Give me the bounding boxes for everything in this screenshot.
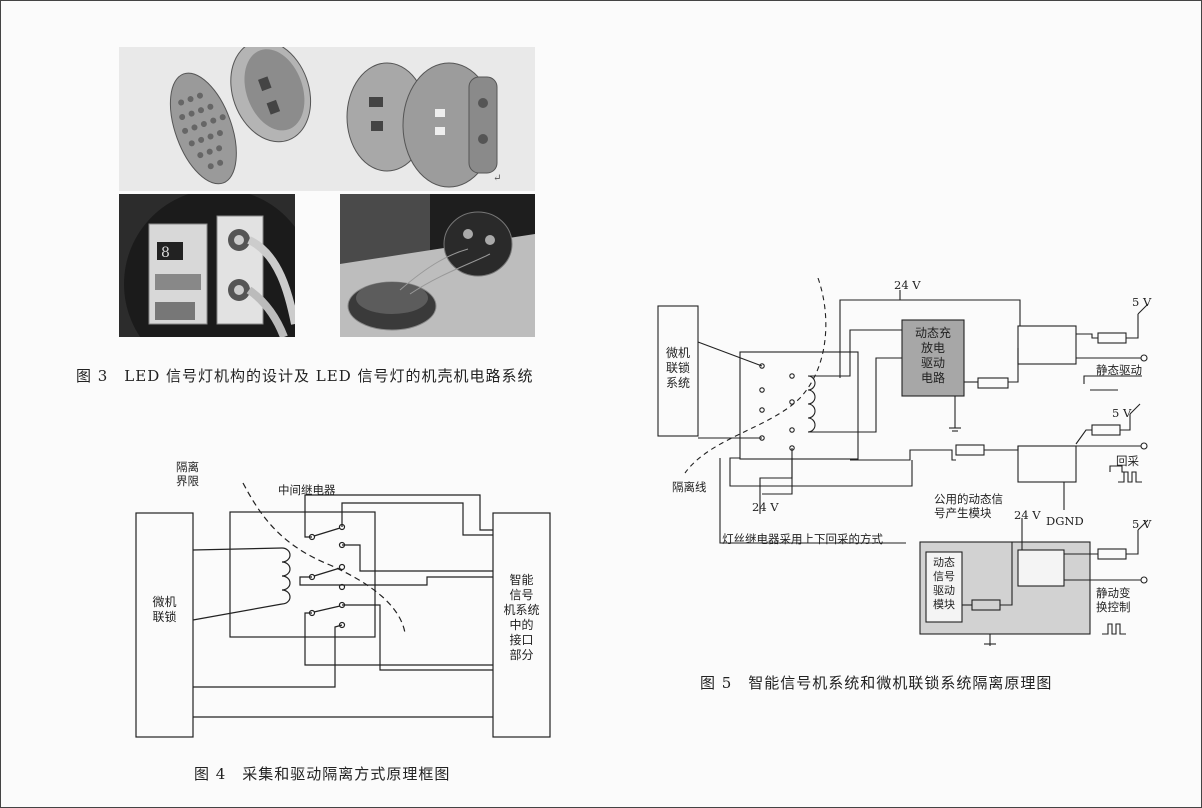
fig5-dyn-line-3: 驱动 — [933, 584, 955, 597]
figure4-caption: 图 4 采集和驱动隔离方式原理框图 — [194, 765, 451, 783]
figure3-caption: 图 3 LED 信号灯机构的设计及 LED 信号灯的机壳机电路系统 — [76, 367, 534, 385]
fig5-left-line-2: 联锁 — [665, 361, 690, 375]
fig4-right-line-6: 部分 — [509, 648, 534, 662]
fig5-common-module-line-1: 公用的动态信 — [934, 492, 1003, 506]
figure5-diagram: 24 V 5 V 静态驱动 5 V 回采 DGND 隔离线 24 V 公用的动态… — [650, 277, 1170, 648]
fig5-driver-line-2: 放电 — [920, 341, 945, 355]
fig5-static-drive: 静态驱动 — [1096, 363, 1142, 377]
fig5-driver-line-4: 电路 — [920, 371, 945, 385]
fig5-dynamic-driver-block: 动态充 放电 驱动 电路 — [902, 326, 964, 386]
fig5-left-line-1: 微机 — [665, 346, 690, 360]
fig4-signal-interface-block: 智能 信号 机系统 中的 接口 部分 — [493, 573, 550, 663]
fig4-boundary-label-1: 隔离 — [176, 460, 199, 474]
fig5-dynamic-signal-module: 动态 信号 驱动 模块 — [926, 556, 962, 612]
fig5-dgnd: DGND — [1046, 514, 1084, 528]
photo-led-housing-3d-render: ↵ — [119, 47, 535, 191]
fig5-microcomputer-interlock-block: 微机 联锁 系统 — [658, 346, 698, 391]
fig5-24v-mid: 24 V — [752, 500, 779, 514]
fig5-5v-1: 5 V — [1132, 295, 1152, 309]
fig4-right-line-5: 接口 — [509, 633, 534, 647]
fig4-relay-label: 中间继电器 — [278, 483, 336, 497]
fig5-static-dynamic-line-2: 换控制 — [1096, 600, 1131, 614]
fig5-driver-line-1: 动态充 — [914, 326, 951, 340]
fig5-left-line-3: 系统 — [665, 376, 690, 390]
fig4-right-line-2: 信号 — [509, 588, 534, 602]
fig5-feedback: 回采 — [1116, 454, 1139, 468]
fig5-5v-3: 5 V — [1132, 517, 1152, 531]
fig5-static-dynamic-label: 静动变 换控制 — [1096, 586, 1131, 614]
fig5-common-module-line-2: 号产生模块 — [934, 506, 992, 520]
fig5-24v-top: 24 V — [894, 278, 921, 292]
return-mark: ↵ — [493, 173, 501, 184]
fig4-right-line-3: 机系统 — [503, 603, 540, 617]
photo-led-circuit-board — [340, 194, 535, 337]
fig4-left-line-1: 微机 — [152, 595, 177, 609]
fig4-left-line-2: 联锁 — [152, 610, 177, 624]
fig5-filament-note: 灯丝继电器采用上下回采的方式 — [722, 532, 883, 546]
fig5-common-module-label: 公用的动态信 号产生模块 — [934, 492, 1003, 520]
fig5-5v-2: 5 V — [1112, 406, 1132, 420]
fig4-right-line-1: 智能 — [509, 573, 534, 587]
fig5-dyn-line-2: 信号 — [933, 570, 955, 583]
fig5-dyn-line-4: 模块 — [933, 598, 955, 611]
fig5-24v-lower: 24 V — [1014, 508, 1041, 522]
fig5-dyn-line-1: 动态 — [933, 556, 955, 569]
fig5-isolation-line: 隔离线 — [672, 480, 707, 494]
figure4-diagram: 隔离 界限 中间继电器 微机 联锁 智能 信号 机系统 中的 接口 部分 — [130, 455, 560, 745]
fig4-right-line-4: 中的 — [509, 618, 534, 632]
photo-led-lamp-control-panel: 8 — [119, 194, 295, 337]
fig4-microcomputer-interlock-block: 微机 联锁 — [136, 595, 193, 625]
panel-digits: 8 — [161, 245, 170, 261]
fig5-static-dynamic-line-1: 静动变 — [1096, 586, 1131, 600]
fig5-driver-line-3: 驱动 — [920, 356, 945, 370]
figure5-caption: 图 5 智能信号机系统和微机联锁系统隔离原理图 — [700, 674, 1053, 692]
fig4-boundary-label: 隔离 界限 — [176, 460, 199, 488]
fig4-boundary-label-2: 界限 — [176, 474, 199, 488]
